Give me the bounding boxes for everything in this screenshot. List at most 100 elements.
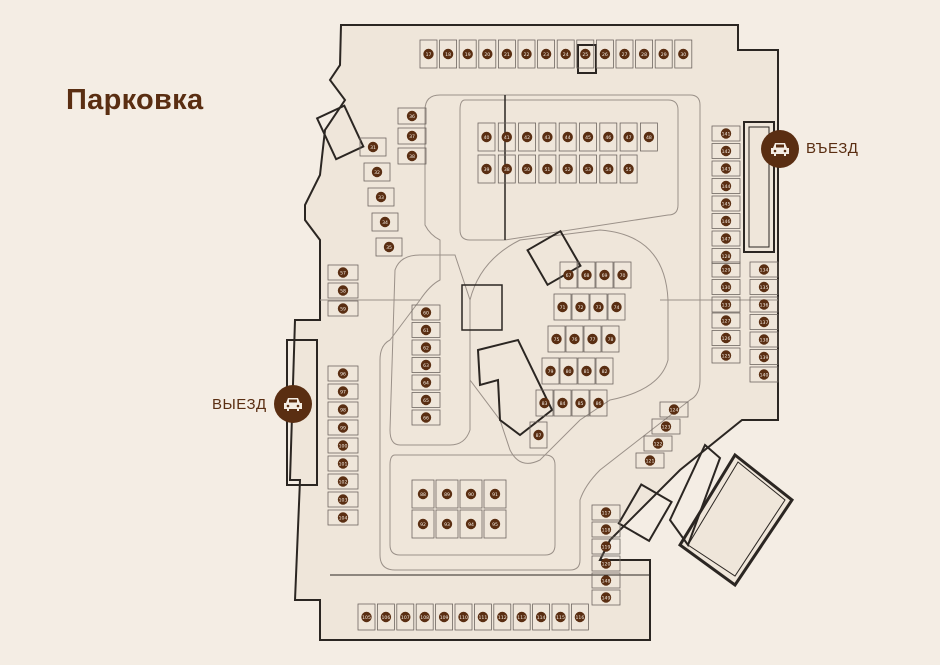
parking-spot[interactable]: 148 — [591, 572, 621, 589]
parking-spot[interactable]: 139 — [749, 349, 779, 365]
parking-spot[interactable]: 124 — [659, 401, 689, 418]
parking-spot[interactable]: 67 — [559, 261, 578, 289]
parking-spot[interactable]: 54 — [599, 154, 618, 184]
parking-spot[interactable]: 127 — [711, 312, 741, 329]
parking-spot[interactable]: 60 — [411, 304, 441, 321]
parking-spot[interactable]: 140 — [749, 366, 779, 383]
parking-spot[interactable]: 87 — [529, 421, 548, 449]
parking-spot[interactable]: 149 — [591, 589, 621, 606]
parking-spot[interactable]: 89 — [435, 479, 459, 509]
parking-spot[interactable]: 77 — [583, 325, 602, 353]
parking-spot[interactable]: 143 — [711, 160, 741, 177]
parking-spot[interactable]: 36 — [397, 107, 427, 125]
parking-spot[interactable]: 74 — [607, 293, 626, 321]
parking-spot[interactable]: 64 — [411, 374, 441, 391]
parking-spot[interactable]: 109 — [435, 603, 454, 631]
parking-spot[interactable]: 92 — [411, 509, 435, 539]
parking-spot[interactable]: 103 — [327, 491, 359, 508]
parking-spot[interactable]: 120 — [591, 555, 621, 572]
parking-spot[interactable]: 79 — [541, 357, 560, 385]
parking-spot[interactable]: 121 — [635, 452, 665, 469]
parking-spot[interactable]: 88 — [411, 479, 435, 509]
parking-spot[interactable]: 116 — [571, 603, 589, 631]
parking-spot[interactable]: 47 — [619, 122, 638, 152]
parking-spot[interactable]: 138 — [749, 331, 779, 348]
parking-spot[interactable]: 65 — [411, 392, 441, 408]
parking-spot[interactable]: 108 — [415, 603, 434, 631]
parking-spot[interactable]: 48 — [640, 122, 658, 152]
parking-spot[interactable]: 82 — [595, 357, 614, 385]
parking-spot[interactable]: 107 — [396, 603, 415, 631]
parking-spot[interactable]: 55 — [619, 154, 638, 184]
parking-spot[interactable]: 80 — [559, 357, 578, 385]
parking-spot[interactable]: 41 — [497, 122, 516, 152]
parking-spot[interactable]: 86 — [589, 389, 608, 417]
parking-spot[interactable]: 71 — [553, 293, 572, 321]
parking-spot[interactable]: 30 — [674, 39, 693, 69]
parking-spot[interactable]: 28 — [635, 39, 653, 69]
parking-spot[interactable]: 135 — [749, 279, 779, 295]
parking-spot[interactable]: 146 — [711, 213, 741, 229]
parking-spot[interactable]: 19 — [458, 39, 477, 69]
parking-spot[interactable]: 45 — [579, 122, 597, 152]
parking-spot[interactable]: 98 — [327, 401, 359, 418]
parking-spot[interactable]: 66 — [411, 409, 441, 426]
parking-spot[interactable]: 43 — [538, 122, 557, 152]
parking-spot[interactable]: 119 — [591, 538, 621, 555]
parking-spot[interactable]: 57 — [327, 264, 359, 281]
parking-spot[interactable]: 40 — [477, 122, 496, 152]
parking-spot[interactable]: 70 — [613, 261, 632, 289]
parking-spot[interactable]: 117 — [591, 504, 621, 521]
parking-spot[interactable]: 35 — [375, 237, 403, 257]
exit-marker[interactable] — [274, 385, 312, 423]
parking-spot[interactable]: 25 — [576, 39, 595, 69]
parking-spot[interactable]: 33 — [367, 187, 395, 207]
parking-spot[interactable]: 142 — [711, 143, 741, 159]
parking-spot[interactable]: 21 — [497, 39, 516, 69]
parking-spot[interactable]: 17 — [419, 39, 438, 69]
parking-spot[interactable]: 145 — [711, 195, 741, 212]
parking-spot[interactable]: 97 — [327, 383, 359, 400]
parking-spot[interactable]: 75 — [547, 325, 566, 353]
parking-spot[interactable]: 105 — [357, 603, 376, 631]
parking-spot[interactable]: 123 — [651, 418, 681, 435]
parking-spot[interactable]: 73 — [589, 293, 608, 321]
parking-spot[interactable]: 141 — [711, 125, 741, 142]
parking-spot[interactable]: 115 — [551, 603, 570, 631]
parking-spot[interactable]: 144 — [711, 178, 741, 194]
parking-spot[interactable]: 53 — [579, 154, 597, 184]
parking-spot[interactable]: 112 — [493, 603, 512, 631]
parking-spot[interactable]: 46 — [599, 122, 618, 152]
parking-spot[interactable]: 78 — [601, 325, 620, 353]
parking-spot[interactable]: 68 — [577, 261, 596, 289]
parking-spot[interactable]: 52 — [558, 154, 577, 184]
parking-spot[interactable]: 62 — [411, 339, 441, 356]
parking-spot[interactable]: 110 — [454, 603, 473, 631]
parking-spot[interactable]: 99 — [327, 419, 359, 436]
parking-spot[interactable]: 27 — [615, 39, 634, 69]
parking-spot[interactable]: 136 — [749, 296, 779, 313]
parking-spot[interactable]: 134 — [749, 261, 779, 278]
parking-spot[interactable]: 106 — [376, 603, 395, 631]
parking-spot[interactable]: 59 — [327, 300, 359, 317]
entry-marker[interactable] — [761, 130, 799, 168]
parking-spot[interactable]: 85 — [571, 389, 590, 417]
parking-spot[interactable]: 94 — [459, 509, 483, 539]
parking-spot[interactable]: 126 — [711, 330, 741, 346]
parking-spot[interactable]: 81 — [577, 357, 596, 385]
parking-spot[interactable]: 83 — [535, 389, 554, 417]
parking-spot[interactable]: 91 — [483, 479, 507, 509]
parking-spot[interactable]: 111 — [473, 603, 492, 631]
parking-spot[interactable]: 34 — [371, 212, 399, 232]
parking-spot[interactable]: 76 — [565, 325, 584, 353]
parking-spot[interactable]: 23 — [537, 39, 555, 69]
parking-spot[interactable]: 24 — [556, 39, 575, 69]
parking-spot[interactable]: 122 — [643, 435, 673, 452]
parking-spot[interactable]: 31 — [359, 137, 387, 157]
parking-spot[interactable]: 37 — [397, 127, 427, 145]
parking-spot[interactable]: 69 — [595, 261, 614, 289]
parking-spot[interactable]: 44 — [558, 122, 577, 152]
parking-spot[interactable]: 63 — [411, 357, 441, 373]
parking-spot[interactable]: 84 — [553, 389, 572, 417]
parking-spot[interactable]: 101 — [327, 455, 359, 472]
